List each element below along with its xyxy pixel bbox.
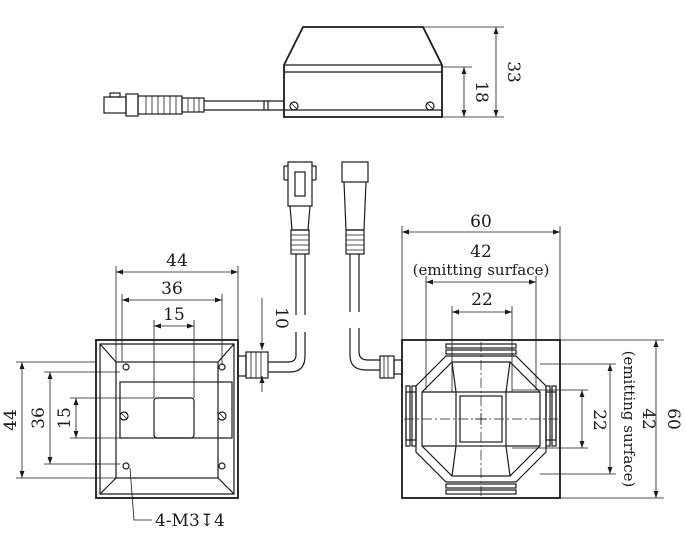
right-width-emit-label: 42: [470, 242, 492, 262]
cable-connector-left: [270, 161, 317, 373]
front-screw-icon: [119, 411, 129, 421]
right-width-emit-note: (emitting surface): [413, 261, 550, 279]
right-cable-gland: [379, 355, 403, 379]
mount-note-leader: [129, 467, 152, 521]
right-height-inner-label: 22: [589, 409, 609, 431]
side-height-body-label: 18: [471, 81, 491, 103]
side-height-overall-label: 33: [503, 61, 523, 83]
left-height-outer-label: 44: [1, 409, 21, 431]
left-width-mid-label: 36: [161, 279, 183, 299]
left-width-outer-label: 44: [166, 251, 188, 271]
left-view-body: [95, 339, 239, 499]
right-view-body: [401, 339, 561, 499]
mount-note-label: 4-M3↧4: [155, 511, 225, 531]
right-height-emit-note: (emitting surface): [620, 351, 638, 488]
cable-connector-right: [341, 161, 380, 371]
right-fins-right: [545, 385, 557, 447]
right-width-outer-label: 60: [470, 212, 492, 232]
left-cable-gland: [237, 351, 270, 379]
right-fins-left: [405, 385, 417, 447]
right-width-inner-label: 22: [471, 290, 493, 310]
cable-offset-label: 10: [271, 307, 291, 329]
right-height-emit-label: 42: [638, 408, 658, 430]
right-fins-bottom: [445, 483, 517, 495]
side-screw-icon: [425, 101, 435, 111]
mount-hole-icon: [122, 462, 130, 470]
mount-hole-icon: [218, 363, 226, 371]
left-width-inner-label: 15: [163, 305, 185, 325]
right-height-outer-label: 60: [663, 408, 683, 430]
right-view: 60 42 (emitting surface) 22 60 42 (emitt…: [379, 212, 683, 499]
side-connector: [103, 92, 205, 117]
side-screw-icon: [289, 101, 299, 111]
right-fins-top: [445, 343, 517, 355]
mount-hole-icon: [122, 363, 130, 371]
left-height-inner-label: 15: [55, 407, 75, 429]
left-view: 44 36 15 44 36 15 10 4-M3↧4: [1, 251, 291, 531]
side-view: 33 18: [103, 26, 523, 118]
side-cable: [204, 100, 284, 111]
left-height-mid-label: 36: [29, 407, 49, 429]
mount-hole-icon: [218, 462, 226, 470]
front-screw-icon: [217, 411, 227, 421]
